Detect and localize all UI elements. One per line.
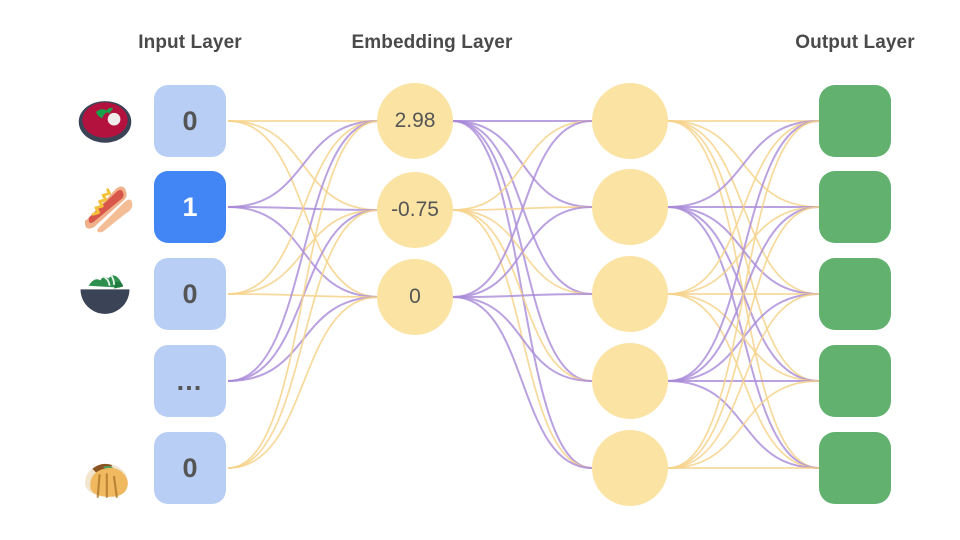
edge-hidden-2-output-4 [667,293,820,469]
edge-embedding-0-hidden-3 [452,120,593,382]
hidden-node-3[interactable] [592,343,668,419]
embedding-node-0[interactable]: 2.98 [377,83,453,159]
edge-input-3-embedding-2 [227,296,380,382]
edge-hidden-2-output-0 [667,120,820,295]
hidden-node-2[interactable] [592,256,668,332]
output-node-3[interactable] [819,345,891,417]
edge-embedding-0-hidden-1 [452,120,593,208]
salad-emoji [80,274,130,314]
edge-input-0-embedding-2 [227,120,380,298]
edge-hidden-4-output-1 [667,206,820,469]
edge-hidden-4-output-3 [667,380,820,469]
edge-input-4-embedding-1 [227,209,380,469]
edge-input-1-embedding-0 [227,120,380,208]
edge-hidden-1-output-4 [667,206,820,469]
hotdog-emoji [84,186,133,233]
edge-embedding-2-hidden-2 [452,293,593,298]
steak-emoji [78,101,132,143]
embedding-node-2[interactable]: 0 [377,259,453,335]
title-embedding-layer: Embedding Layer [351,32,513,53]
edge-hidden-4-output-0 [667,120,820,469]
edge-embedding-2-hidden-1 [452,206,593,298]
edge-embedding-1-hidden-0 [452,120,593,211]
edge-hidden-3-output-4 [667,380,820,469]
edge-hidden-0-output-1 [667,120,820,208]
output-node-1[interactable] [819,171,891,243]
edge-embedding-1-hidden-1 [452,206,593,211]
edge-hidden-1-output-3 [667,206,820,382]
edge-embedding-2-hidden-3 [452,296,593,382]
edge-hidden-0-output-3 [667,120,820,382]
edge-embedding-0-hidden-4 [452,120,593,469]
edge-embedding-1-hidden-3 [452,209,593,382]
edge-hidden-2-output-3 [667,293,820,382]
edge-hidden-0-output-2 [667,120,820,295]
input-node-ellipsis[interactable]: … [154,345,226,417]
edge-input-4-embedding-2 [227,296,380,469]
edge-input-1-embedding-1 [227,206,380,211]
embedding-node-1[interactable]: -0.75 [377,172,453,248]
hidden-node-4[interactable] [592,430,668,506]
edge-embedding-0-hidden-2 [452,120,593,295]
output-node-4[interactable] [819,432,891,504]
edge-input-2-embedding-0 [227,120,380,295]
edge-input-2-embedding-2 [227,293,380,298]
output-node-0[interactable] [819,85,891,157]
edge-hidden-4-output-2 [667,293,820,469]
hidden-node-0[interactable] [592,83,668,159]
input-node-4[interactable]: 0 [154,432,226,504]
edge-input-3-embedding-0 [227,120,380,382]
edge-hidden-2-output-1 [667,206,820,295]
title-output-layer: Output Layer [795,32,915,53]
edge-hidden-1-output-0 [667,120,820,208]
input-node-0[interactable]: 0 [154,85,226,157]
edge-embedding-2-hidden-4 [452,296,593,469]
input-node-2[interactable]: 0 [154,258,226,330]
edge-input-3-embedding-1 [227,209,380,382]
edge-embedding-2-hidden-0 [452,120,593,298]
hidden-node-1[interactable] [592,169,668,245]
edge-input-1-embedding-2 [227,206,380,298]
title-input-layer: Input Layer [138,32,242,53]
edge-input-2-embedding-1 [227,209,380,295]
output-node-2[interactable] [819,258,891,330]
edge-input-4-embedding-0 [227,120,380,469]
edge-hidden-3-output-0 [667,120,820,382]
input-node-1[interactable]: 1 [154,171,226,243]
burrito-emoji [85,463,128,498]
edge-input-0-embedding-1 [227,120,380,211]
edge-hidden-3-output-2 [667,293,820,382]
edge-embedding-1-hidden-4 [452,209,593,469]
edge-embedding-1-hidden-2 [452,209,593,295]
edge-hidden-1-output-2 [667,206,820,295]
edge-hidden-0-output-4 [667,120,820,469]
edge-hidden-3-output-1 [667,206,820,382]
